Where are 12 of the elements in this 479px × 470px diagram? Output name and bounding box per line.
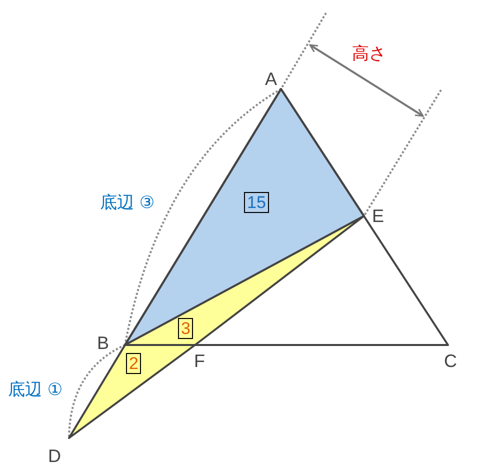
vertex-label: C	[444, 351, 457, 371]
area-ratio-number: 2	[126, 353, 142, 374]
vertex-label: B	[97, 333, 110, 353]
area-ratio-number: 3	[178, 318, 194, 339]
base-label: 底辺 ①	[8, 380, 63, 400]
vertex-label: F	[194, 351, 205, 371]
vertex-label: D	[48, 446, 61, 466]
vertex-label: E	[372, 206, 384, 226]
area-ratio-number: 15	[244, 192, 269, 213]
vertex-label: A	[265, 69, 278, 89]
height-label: 高さ	[352, 44, 386, 64]
base-label: 底辺 ③	[100, 193, 155, 213]
